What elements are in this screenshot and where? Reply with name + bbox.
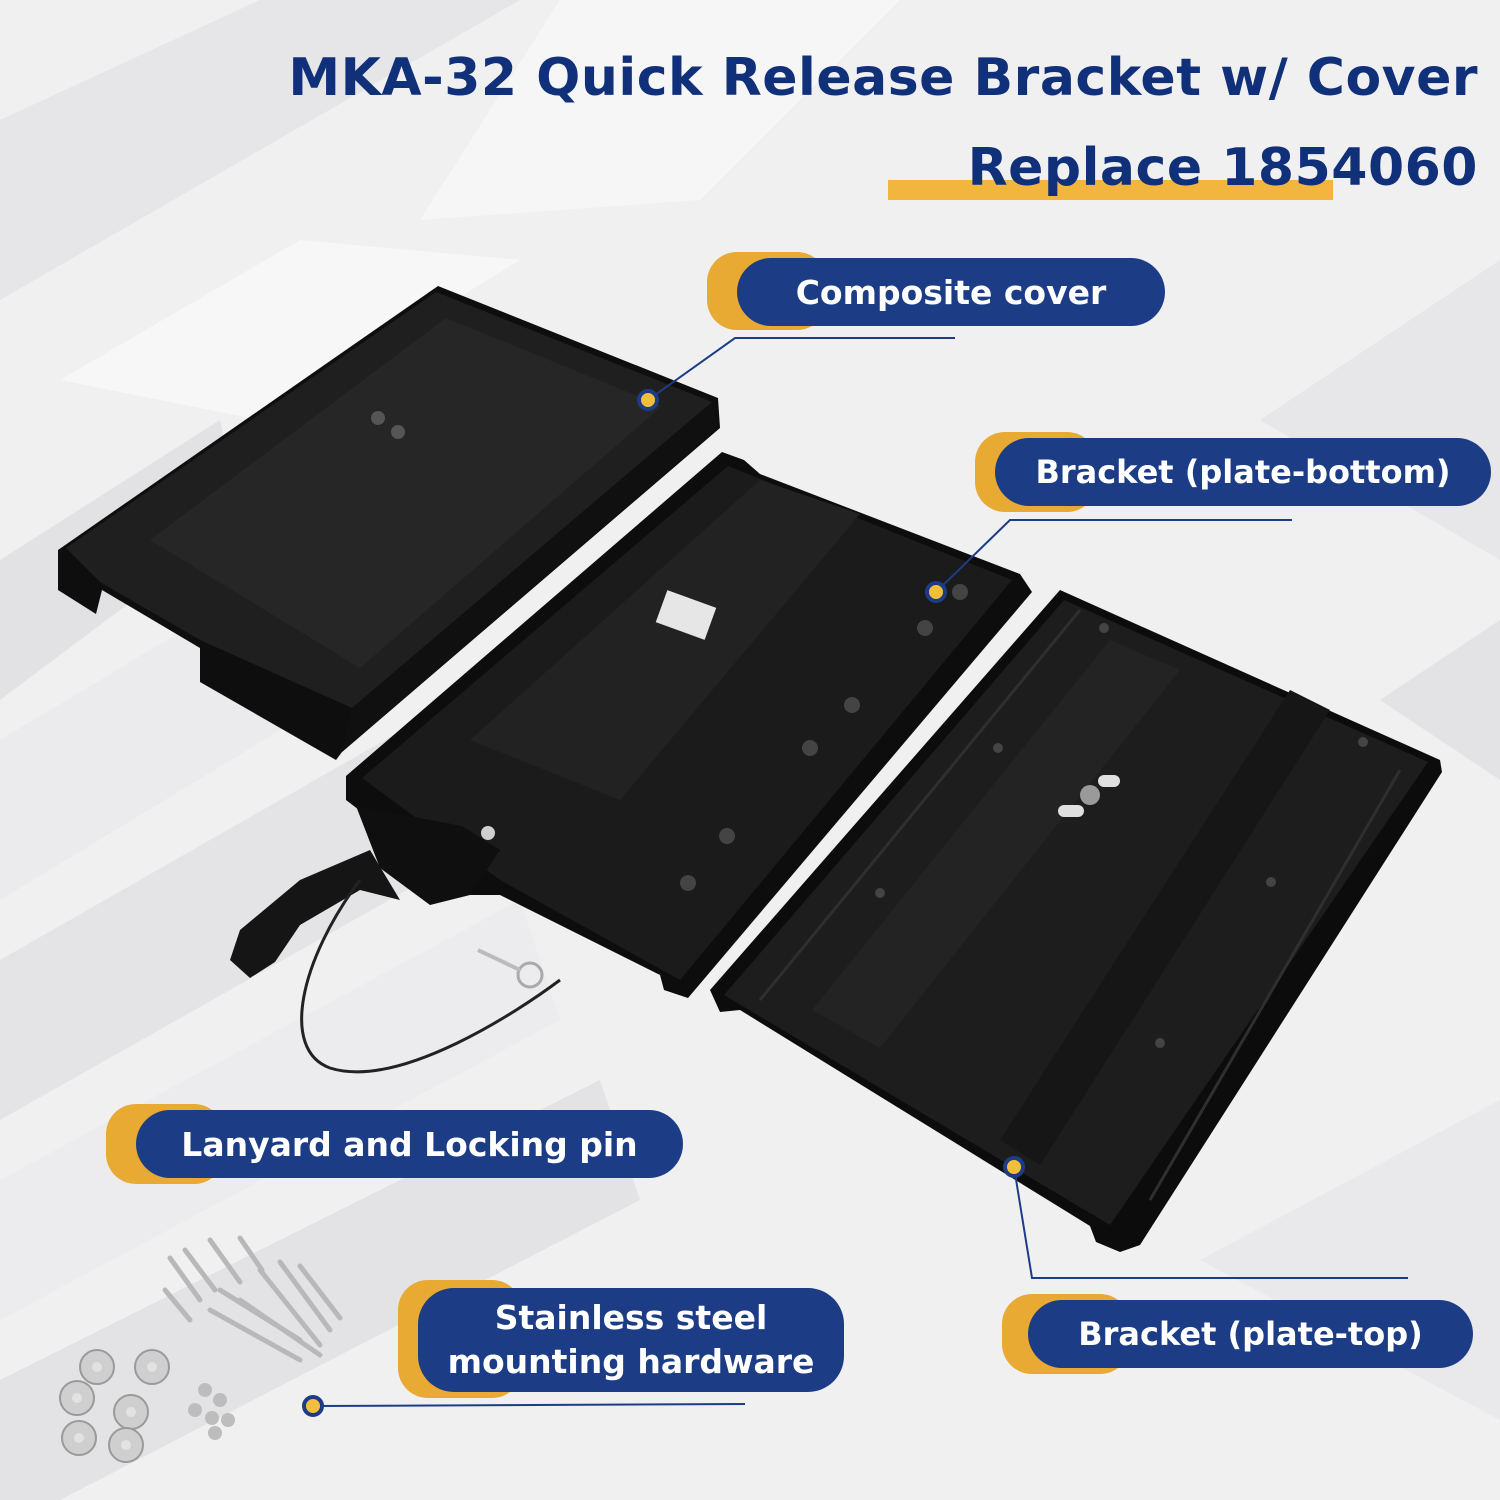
callout-text-line-2: mounting hardware: [447, 1342, 815, 1381]
title-line-2: Replace 1854060: [967, 138, 1478, 198]
title-highlight-bar: [888, 180, 1333, 200]
callout-text: Composite cover: [795, 272, 1107, 312]
callout-text-line-1: Stainless steel: [494, 1298, 768, 1337]
callout-text: Bracket (plate-top): [1078, 1315, 1423, 1353]
composite-cover: [58, 286, 720, 760]
callout-pill: Bracket (plate-bottom): [995, 438, 1491, 506]
callout-pill: Lanyard and Locking pin: [136, 1110, 683, 1178]
marker-dot-cover: [637, 389, 659, 411]
bracket-plate-bottom-shape: [346, 452, 1032, 998]
release-latch: [230, 806, 561, 1074]
title-line-1: MKA-32 Quick Release Bracket w/ Cover: [288, 48, 1478, 108]
marker-dot-plate-bottom: [925, 581, 947, 603]
mounting-hardware: [59, 1235, 343, 1463]
marker-dot-hardware: [302, 1395, 324, 1417]
callout-pill: Composite cover: [737, 258, 1165, 326]
bracket-plate-top-shape: [710, 590, 1442, 1252]
callout-text: Bracket (plate-bottom): [1035, 453, 1451, 491]
callout-text: Lanyard and Locking pin: [181, 1124, 638, 1164]
callout-pill: Stainless steel mounting hardware: [418, 1288, 844, 1392]
marker-dot-plate-top: [1003, 1156, 1025, 1178]
callout-pill: Bracket (plate-top): [1028, 1300, 1473, 1368]
